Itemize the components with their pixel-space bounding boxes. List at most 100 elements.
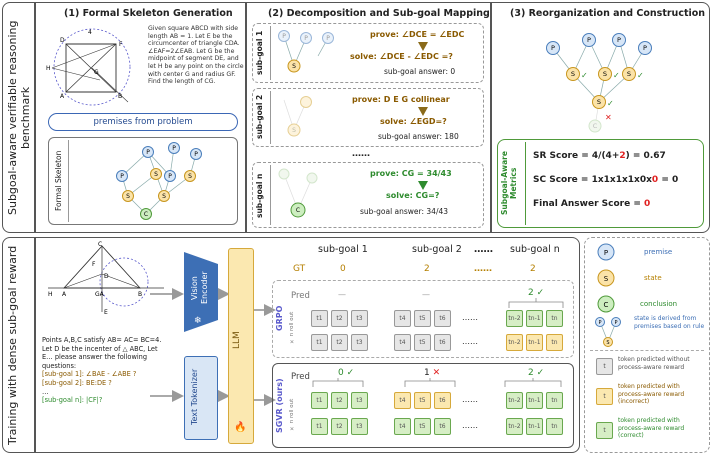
sgvr-row2-token: t3 [351, 418, 368, 435]
subgoaln-divider [270, 165, 271, 225]
svg-text:S: S [154, 171, 158, 178]
subgoal2-arrow [418, 107, 428, 116]
legend-conclusion: conclusion [640, 300, 678, 308]
svg-text:C: C [593, 122, 598, 130]
flame-icon: 🔥 [234, 422, 247, 433]
svg-text:P: P [604, 249, 608, 257]
sgvr-row1-token: t4 [394, 392, 411, 409]
svg-text:S: S [603, 70, 607, 78]
sgvr-row1-token: tn-2 [506, 392, 523, 409]
grpo-row2-token: t4 [394, 334, 411, 351]
panel3-title: (3) Reorganization and Construction [510, 8, 706, 19]
sgvr-row1-token: t2 [331, 392, 348, 409]
svg-text:S: S [597, 98, 601, 106]
svg-text:✓: ✓ [607, 99, 614, 108]
gt-value-1: 0 [340, 264, 346, 274]
subgoal1-graph: P P P S [278, 30, 334, 73]
svg-text:C: C [296, 207, 300, 214]
grpo-row2-token: tn [546, 334, 563, 351]
svg-text:C: C [604, 301, 609, 309]
subgoaln-label: sub-goal n [255, 173, 264, 218]
subgoal1-divider [270, 26, 271, 80]
premises-from-problem-button[interactable]: premises from problem [48, 113, 238, 131]
benchmark-section [2, 2, 710, 233]
svg-text:S: S [606, 340, 609, 346]
question-1: [sub-goal 1]: ∠BAE - ∠ABE ? [42, 370, 174, 379]
svg-text:P: P [282, 33, 286, 40]
svg-text:C: C [98, 241, 102, 248]
sgvr-brackets [312, 378, 562, 387]
sgvr-pred-1: 0 ✓ [338, 368, 354, 378]
question-dots: … [42, 387, 49, 396]
subgoal2-box [252, 88, 484, 147]
grpo-row2-token: t3 [351, 334, 368, 351]
svg-text:P: P [614, 320, 617, 326]
legend-gray-token: t [596, 358, 613, 375]
subgoal-ellipsis: …… [352, 149, 370, 159]
sgvr-row2-token: t4 [394, 418, 411, 435]
col-header-2: sub-goal 2 [412, 244, 462, 255]
legend-derived: state is derived from premises based on … [634, 315, 705, 330]
grpo-row1-token: tn [546, 310, 563, 327]
text-tokenizer-block [184, 356, 218, 440]
vision-encoder-label: Vision Encoder [190, 271, 209, 305]
grpo-row2-dots: …… [462, 337, 478, 346]
bottom-divider [34, 237, 36, 453]
svg-text:P: P [304, 35, 308, 42]
svg-text:D: D [60, 37, 65, 44]
subgoal1-arrow [418, 42, 428, 51]
training-side-label: Training with dense sub-goal reward [6, 245, 19, 445]
svg-text:A: A [60, 93, 65, 100]
sgvr-row1-dots: …… [462, 395, 478, 404]
grpo-row2-token: t1 [311, 334, 328, 351]
sgvr-rollout-label: × n roll out [289, 398, 295, 432]
problem-line-1: Points A,B,C satisfy AB= AC= BC=4. [42, 336, 162, 344]
subgoal2-graph: S [283, 96, 312, 137]
legend-green-desc: token predicted with process-aware rewar… [618, 417, 685, 439]
sgvr-row2-token: tn-1 [526, 418, 543, 435]
grpo-row1-token: t6 [434, 310, 451, 327]
svg-text:B: B [138, 291, 142, 298]
sc-prefix: SC Score = 1x1x1x1x0x [533, 175, 652, 185]
subgoal2-label: sub-goal 2 [255, 94, 264, 140]
subgoaln-answer: sub-goal answer: 34/43 [360, 207, 449, 216]
svg-text:4: 4 [88, 29, 92, 36]
legend-box [584, 237, 710, 453]
legend-yellow-token: t [596, 388, 613, 405]
grpo-row2-token: tn-2 [506, 334, 523, 351]
grpo-pred-label: Pred [291, 291, 310, 301]
grpo-pred-dash-2: — [422, 290, 430, 299]
llm-block [228, 248, 254, 444]
sr-score: SR Score = 4/(4+2) = 0.67 [533, 151, 666, 161]
svg-text:F: F [119, 41, 123, 48]
reorganized-graph: P P P P S S S S C ✓✓✓✓ ✕ [546, 33, 652, 133]
problem-text: Given square ABCD with side length AB = … [148, 25, 244, 86]
svg-text:P: P [326, 35, 330, 42]
sgvr-pred-2: 1 ✕ [424, 368, 440, 378]
sgvr-pred-2-value: 1 [424, 368, 430, 378]
svg-text:✕: ✕ [605, 113, 612, 122]
grpo-row1-token: tn-2 [506, 310, 523, 327]
subgoaln-box [252, 162, 484, 228]
sgvr-row2-token: t2 [331, 418, 348, 435]
svg-text:E: E [104, 309, 108, 316]
col-header-n: sub-goal n [510, 244, 560, 255]
flow-arrows [150, 288, 276, 406]
subgoal2-prove: prove: D E G collinear [352, 95, 450, 104]
svg-text:S: S [292, 127, 296, 134]
top-divider-1 [34, 2, 36, 233]
svg-text:S: S [126, 193, 130, 200]
sgvr-box [272, 363, 574, 448]
subgoal2-solve: solve: ∠EGD=? [380, 117, 447, 126]
grpo-row1-token: tn-1 [526, 310, 543, 327]
subgoal1-box [252, 23, 484, 83]
svg-text:GA: GA [95, 291, 105, 298]
grpo-row1-dots: …… [462, 313, 478, 322]
sgvr-row2-dots: …… [462, 421, 478, 430]
sr-prefix: SR Score = 4/(4+ [533, 151, 620, 161]
sgvr-label: SGVR (ours) [275, 378, 284, 434]
svg-text:H: H [46, 65, 51, 72]
subgoaln-arrow [418, 181, 428, 190]
legend-gray-desc: token predicted without process-aware re… [618, 356, 690, 371]
sgvr-row2-token: tn [546, 418, 563, 435]
